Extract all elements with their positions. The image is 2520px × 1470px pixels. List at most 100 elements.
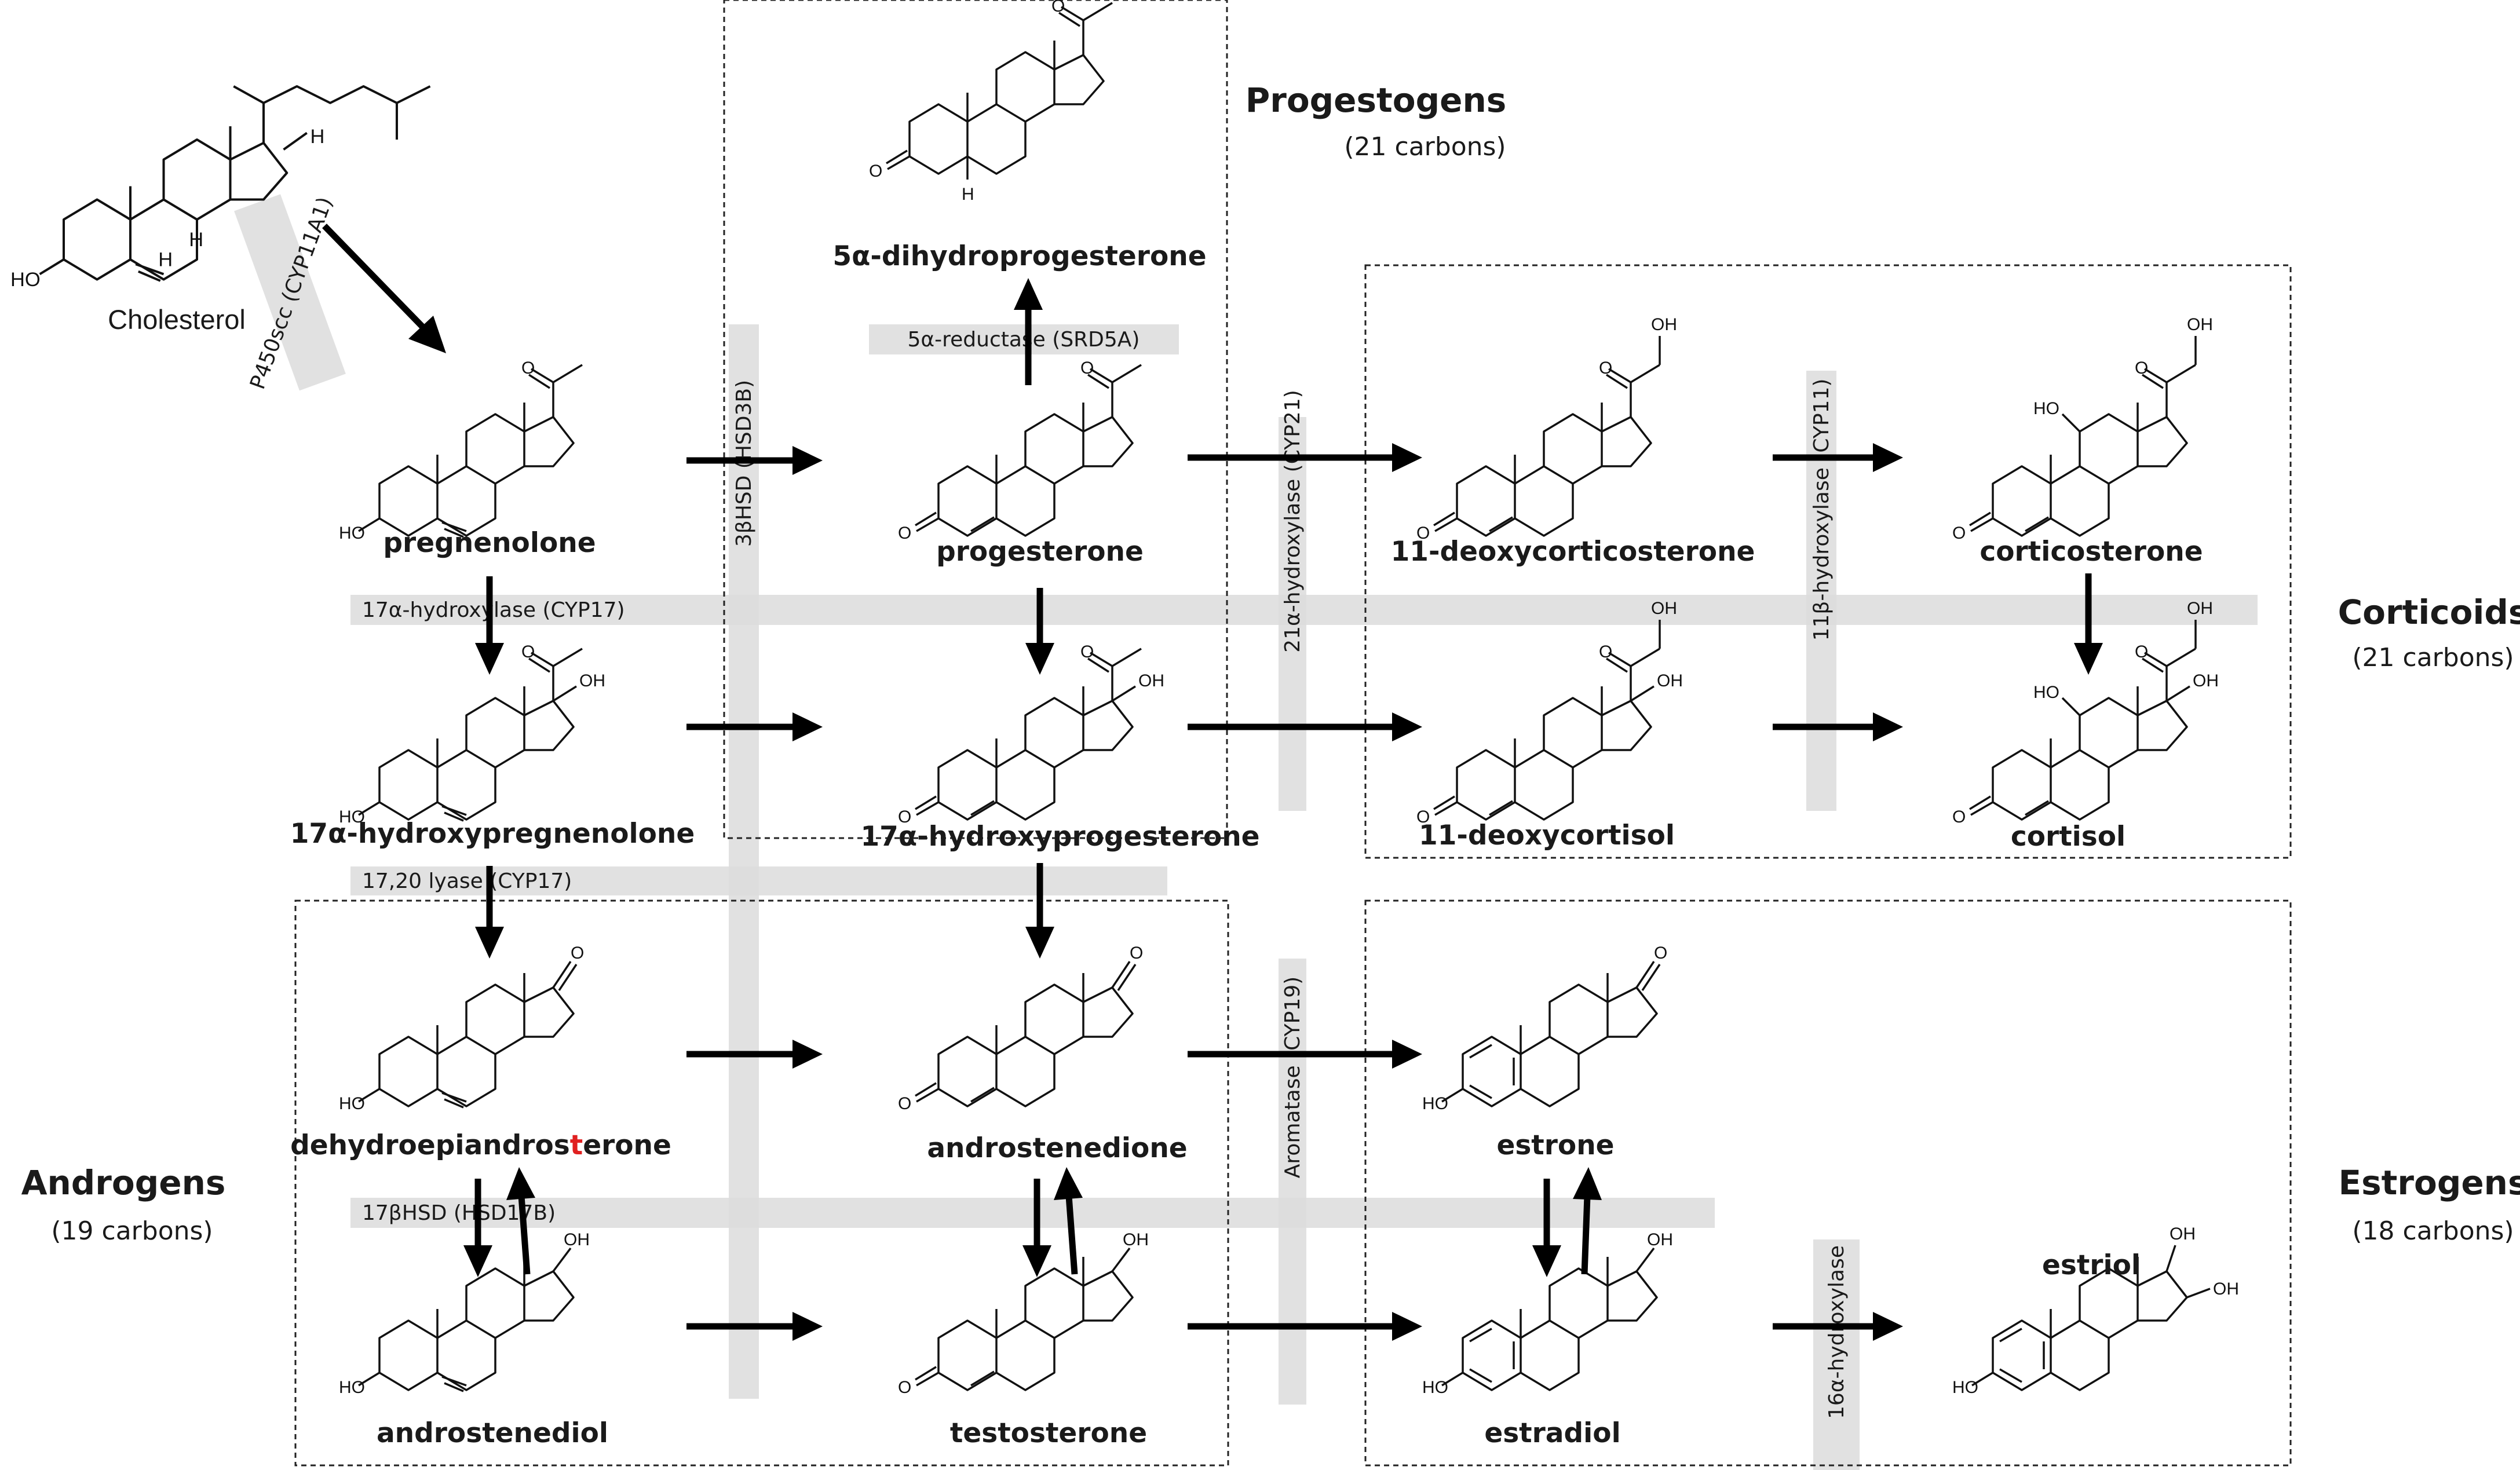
progestogens-box [723, 0, 1228, 839]
arrowhead [2074, 643, 2103, 675]
arrow-testosterone-androstenedione [1065, 1195, 1078, 1275]
arrow-estradiol-estrone [1581, 1195, 1591, 1275]
atom-ho: HO [1952, 1378, 1978, 1397]
compound-androstenedione: androstenedione [927, 1132, 1187, 1164]
atom-o: O [1599, 359, 1612, 378]
band-p450scc [234, 194, 346, 391]
dhea-name-highlight: t [570, 1129, 583, 1161]
atom-ho: HO [339, 524, 365, 543]
atom-o: O [1080, 642, 1094, 661]
arrowhead [792, 1040, 823, 1069]
arrowhead [1054, 1167, 1083, 1200]
compound-cortisol: cortisol [2011, 821, 2125, 853]
testosterone-structure: O OH [898, 1230, 1149, 1397]
compound-17a-hydroxypregnenolone: 17α-hydroxypregnenolone [290, 818, 695, 850]
atom-oh: OH [2170, 1224, 2196, 1244]
compound-11-deoxycorticosterone: 11-deoxycorticosterone [1391, 536, 1755, 568]
compound-5a-dihydroprogesterone: 5α-dihydroprogesterone [832, 240, 1206, 272]
compound-estriol: estriol [2042, 1249, 2141, 1281]
atom-o: O [1952, 807, 1966, 827]
band-hsd17b [350, 1198, 1715, 1228]
estrone-structure: HO O [1422, 944, 1667, 1113]
atom-o: O [521, 359, 535, 378]
enzyme-16a-hydroxylase: 16α-hydroxylase [1825, 1245, 1849, 1419]
atom-o: O [898, 1378, 911, 1397]
compound-pregnenolone: pregnenolone [383, 527, 596, 559]
atom-o: O [898, 524, 911, 543]
atom-o: O [521, 642, 535, 661]
progestogens-carbons: (21 carbons) [1344, 132, 1506, 162]
estradiol-structure: HO OH [1422, 1230, 1673, 1397]
atom-oh: OH [1123, 1230, 1149, 1249]
cortisol-structure: O O OH OH HO [1952, 599, 2219, 827]
enzyme-cyp17: 17α-hydroxylase (CYP17) [362, 598, 625, 622]
enzyme-bands [234, 194, 2258, 1470]
atom-oh: OH [579, 671, 605, 690]
androgens-box [294, 899, 1229, 1467]
deoxycorticosterone-structure: O O OH [1416, 315, 1677, 543]
band-aromatase [1279, 959, 1306, 1405]
atom-o: O [898, 807, 911, 827]
band-cyp11 [1806, 371, 1836, 811]
atom-oh: OH [1647, 1230, 1673, 1249]
androstenedione-structure: O O [898, 944, 1143, 1113]
atom-oh: OH [1657, 671, 1683, 690]
atom-o: O [571, 944, 584, 963]
arrowhead [1025, 927, 1054, 959]
enzyme-cyp21: 21α-hydroxylase (CYP21) [1281, 390, 1305, 653]
hydroxypregnenolone-structure: HO O OH [339, 642, 605, 827]
atom-h: H [189, 229, 203, 251]
compound-11-deoxycortisol: 11-deoxycortisol [1419, 820, 1675, 851]
band-cyp17 [350, 595, 2258, 625]
androgens-carbons: (19 carbons) [51, 1216, 213, 1246]
deoxycortisol-structure: O O OH OH [1416, 599, 1683, 827]
arrowhead [1573, 1167, 1602, 1200]
arrow-androstenediol-dhea [518, 1195, 531, 1275]
atom-oh: OH [2187, 315, 2213, 334]
atom-ho: HO [2033, 399, 2059, 418]
pregnenolone-structure: HO O [339, 359, 583, 543]
atom-o: O [1130, 944, 1143, 963]
dhea-name-part: erone [583, 1129, 671, 1161]
atom-o: O [1654, 944, 1667, 963]
atom-h: H [962, 185, 974, 204]
atom-ho: HO [339, 1378, 365, 1397]
atom-o: O [2135, 359, 2148, 378]
atom-oh: OH [1651, 599, 1677, 618]
compound-androstenediol: androstenediol [377, 1417, 608, 1449]
atom-o: O [2135, 642, 2148, 661]
arrowhead [1873, 443, 1903, 472]
compound-17a-hydroxyprogesterone: 17α-hydroxyprogesterone [860, 821, 1259, 853]
atom-oh: OH [564, 1230, 590, 1249]
estrogens-label: Estrogens [2339, 1163, 2520, 1202]
arrowhead [1392, 712, 1422, 741]
atom-ho: HO [339, 807, 365, 827]
atom-o: O [1599, 642, 1612, 661]
atom-o: O [869, 162, 882, 181]
atom-ho: HO [1422, 1378, 1448, 1397]
atom-o: O [898, 1094, 911, 1113]
dhea-structure: HO O [339, 944, 584, 1113]
atom-oh: OH [2193, 671, 2219, 690]
compound-progesterone: progesterone [936, 536, 1144, 568]
atom-oh: OH [2213, 1279, 2239, 1299]
arrowhead [1873, 712, 1903, 741]
band-reductase [869, 324, 1179, 354]
estriol-structure: HO OH OH [1952, 1224, 2239, 1397]
arrowhead [1392, 1312, 1422, 1341]
atom-oh: OH [1138, 671, 1164, 690]
arrowhead [792, 1312, 823, 1341]
arrowhead [1025, 643, 1054, 675]
compound-testosterone: testosterone [950, 1417, 1147, 1449]
compound-estrone: estrone [1496, 1129, 1614, 1161]
arrowhead [506, 1167, 535, 1200]
progesterone-structure: O O [898, 359, 1142, 543]
arrowhead [1392, 1040, 1422, 1069]
atom-o: O [1051, 0, 1065, 16]
atom-oh: OH [1651, 315, 1677, 334]
arrowhead [475, 643, 504, 675]
dihydroprogesterone-structure: O O H [869, 0, 1113, 204]
enzyme-hsd17b: 17βHSD (HSD17B) [362, 1201, 556, 1225]
atom-h: H [311, 126, 325, 148]
